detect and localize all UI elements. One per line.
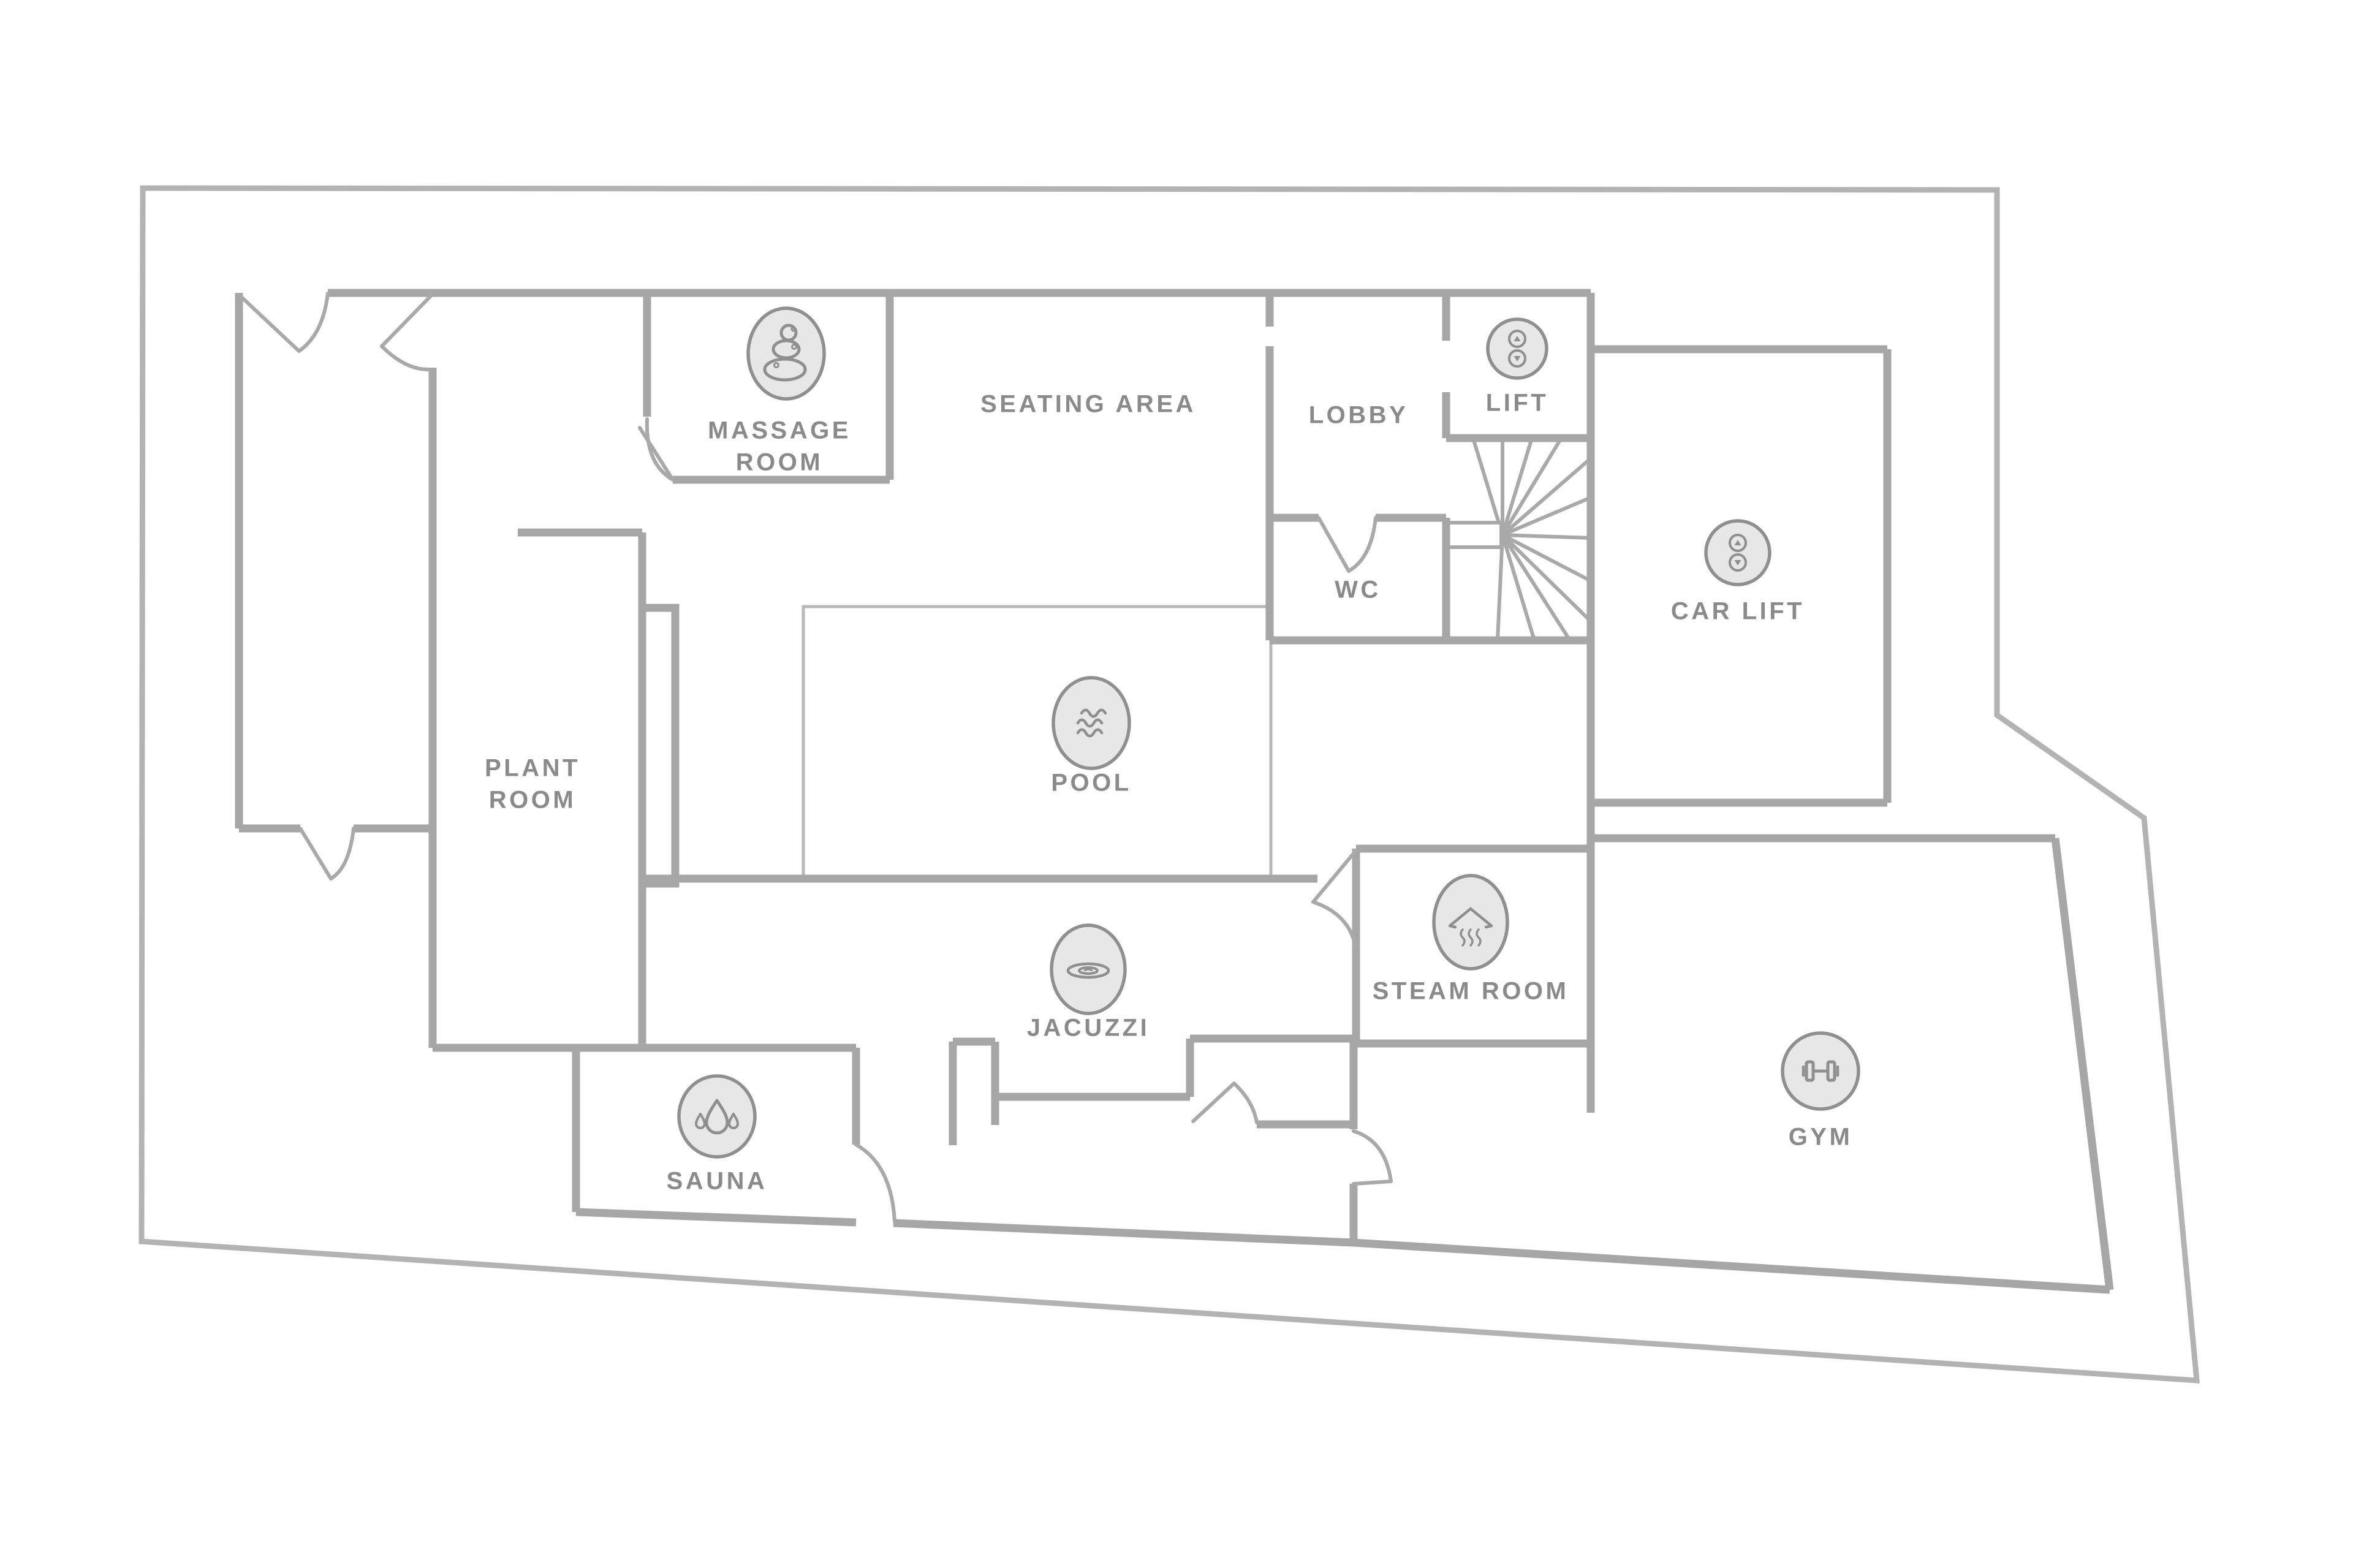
door-swing xyxy=(1232,1081,1259,1124)
room-label-pool: POOL xyxy=(1051,770,1131,797)
door-swing xyxy=(1352,1129,1393,1183)
staircase-landing xyxy=(1446,521,1503,549)
room-pool: POOL xyxy=(1051,676,1131,797)
room-wc: WC xyxy=(1335,577,1381,604)
door-swing xyxy=(1347,516,1377,573)
room-lobby: LOBBY xyxy=(1309,402,1409,429)
room-plant-room: PLANT ROOM xyxy=(485,755,580,814)
steam-room-icon xyxy=(1432,874,1509,971)
sauna-icon xyxy=(677,1074,757,1159)
room-label-steam-room: STEAM ROOM xyxy=(1373,978,1569,1005)
door-swing xyxy=(298,827,333,881)
outer-boundary-wall xyxy=(138,185,2200,1384)
room-label-plant-room: ROOM xyxy=(489,787,576,814)
door-swing xyxy=(645,417,675,482)
room-label-massage-room: MASSAGE xyxy=(708,417,851,444)
room-label-lobby: LOBBY xyxy=(1309,402,1409,429)
room-jacuzzi: JACUZZI xyxy=(1027,923,1150,1042)
door-swing xyxy=(380,344,431,372)
door-swing xyxy=(380,294,433,348)
room-steam-room: STEAM ROOM xyxy=(1373,874,1569,1005)
room-label-car-lift: CAR LIFT xyxy=(1671,598,1805,625)
pool-icon xyxy=(1051,676,1131,770)
room-sauna: SAUNA xyxy=(667,1074,768,1195)
room-seating-area: SEATING AREA xyxy=(980,391,1196,418)
pool-basin-outline xyxy=(801,605,1273,881)
interior-wall xyxy=(638,604,680,888)
massage-room-icon xyxy=(746,306,826,401)
gym-icon xyxy=(1781,1031,1860,1111)
staircase-treads xyxy=(1471,437,1593,642)
interior-wall xyxy=(2051,838,2114,1290)
room-label-jacuzzi: JACUZZI xyxy=(1027,1015,1150,1042)
car-lift-icon xyxy=(1704,519,1771,586)
room-label-lift: LIFT xyxy=(1486,390,1548,417)
interior-wall xyxy=(575,1208,2110,1294)
lift-icon xyxy=(1486,317,1548,380)
interior-wall xyxy=(949,1037,999,1145)
room-car-lift: CAR LIFT xyxy=(1671,519,1805,625)
room-label-seating-area: SEATING AREA xyxy=(980,391,1196,418)
door-swing xyxy=(297,292,330,353)
door-swing xyxy=(638,426,675,482)
room-label-gym: GYM xyxy=(1789,1124,1853,1151)
jacuzzi-icon xyxy=(1050,923,1127,1015)
door-swing xyxy=(1317,516,1351,573)
room-label-plant-room: PLANT xyxy=(485,755,580,782)
door-swing xyxy=(1352,1180,1393,1186)
door-swing xyxy=(854,1143,896,1223)
door-swing xyxy=(1311,849,1358,904)
room-label-wc: WC xyxy=(1335,577,1381,604)
room-gym: GYM xyxy=(1781,1031,1860,1151)
interior-wall xyxy=(995,1034,1354,1101)
door-swing xyxy=(1311,900,1357,949)
door-swing xyxy=(329,827,355,881)
room-massage-room: MASSAGE ROOM xyxy=(708,306,851,476)
room-label-sauna: SAUNA xyxy=(667,1168,768,1195)
door-swing xyxy=(237,293,301,353)
room-lift: LIFT xyxy=(1486,317,1548,417)
door-swing xyxy=(1191,1081,1236,1123)
room-label-massage-room: ROOM xyxy=(736,449,823,476)
